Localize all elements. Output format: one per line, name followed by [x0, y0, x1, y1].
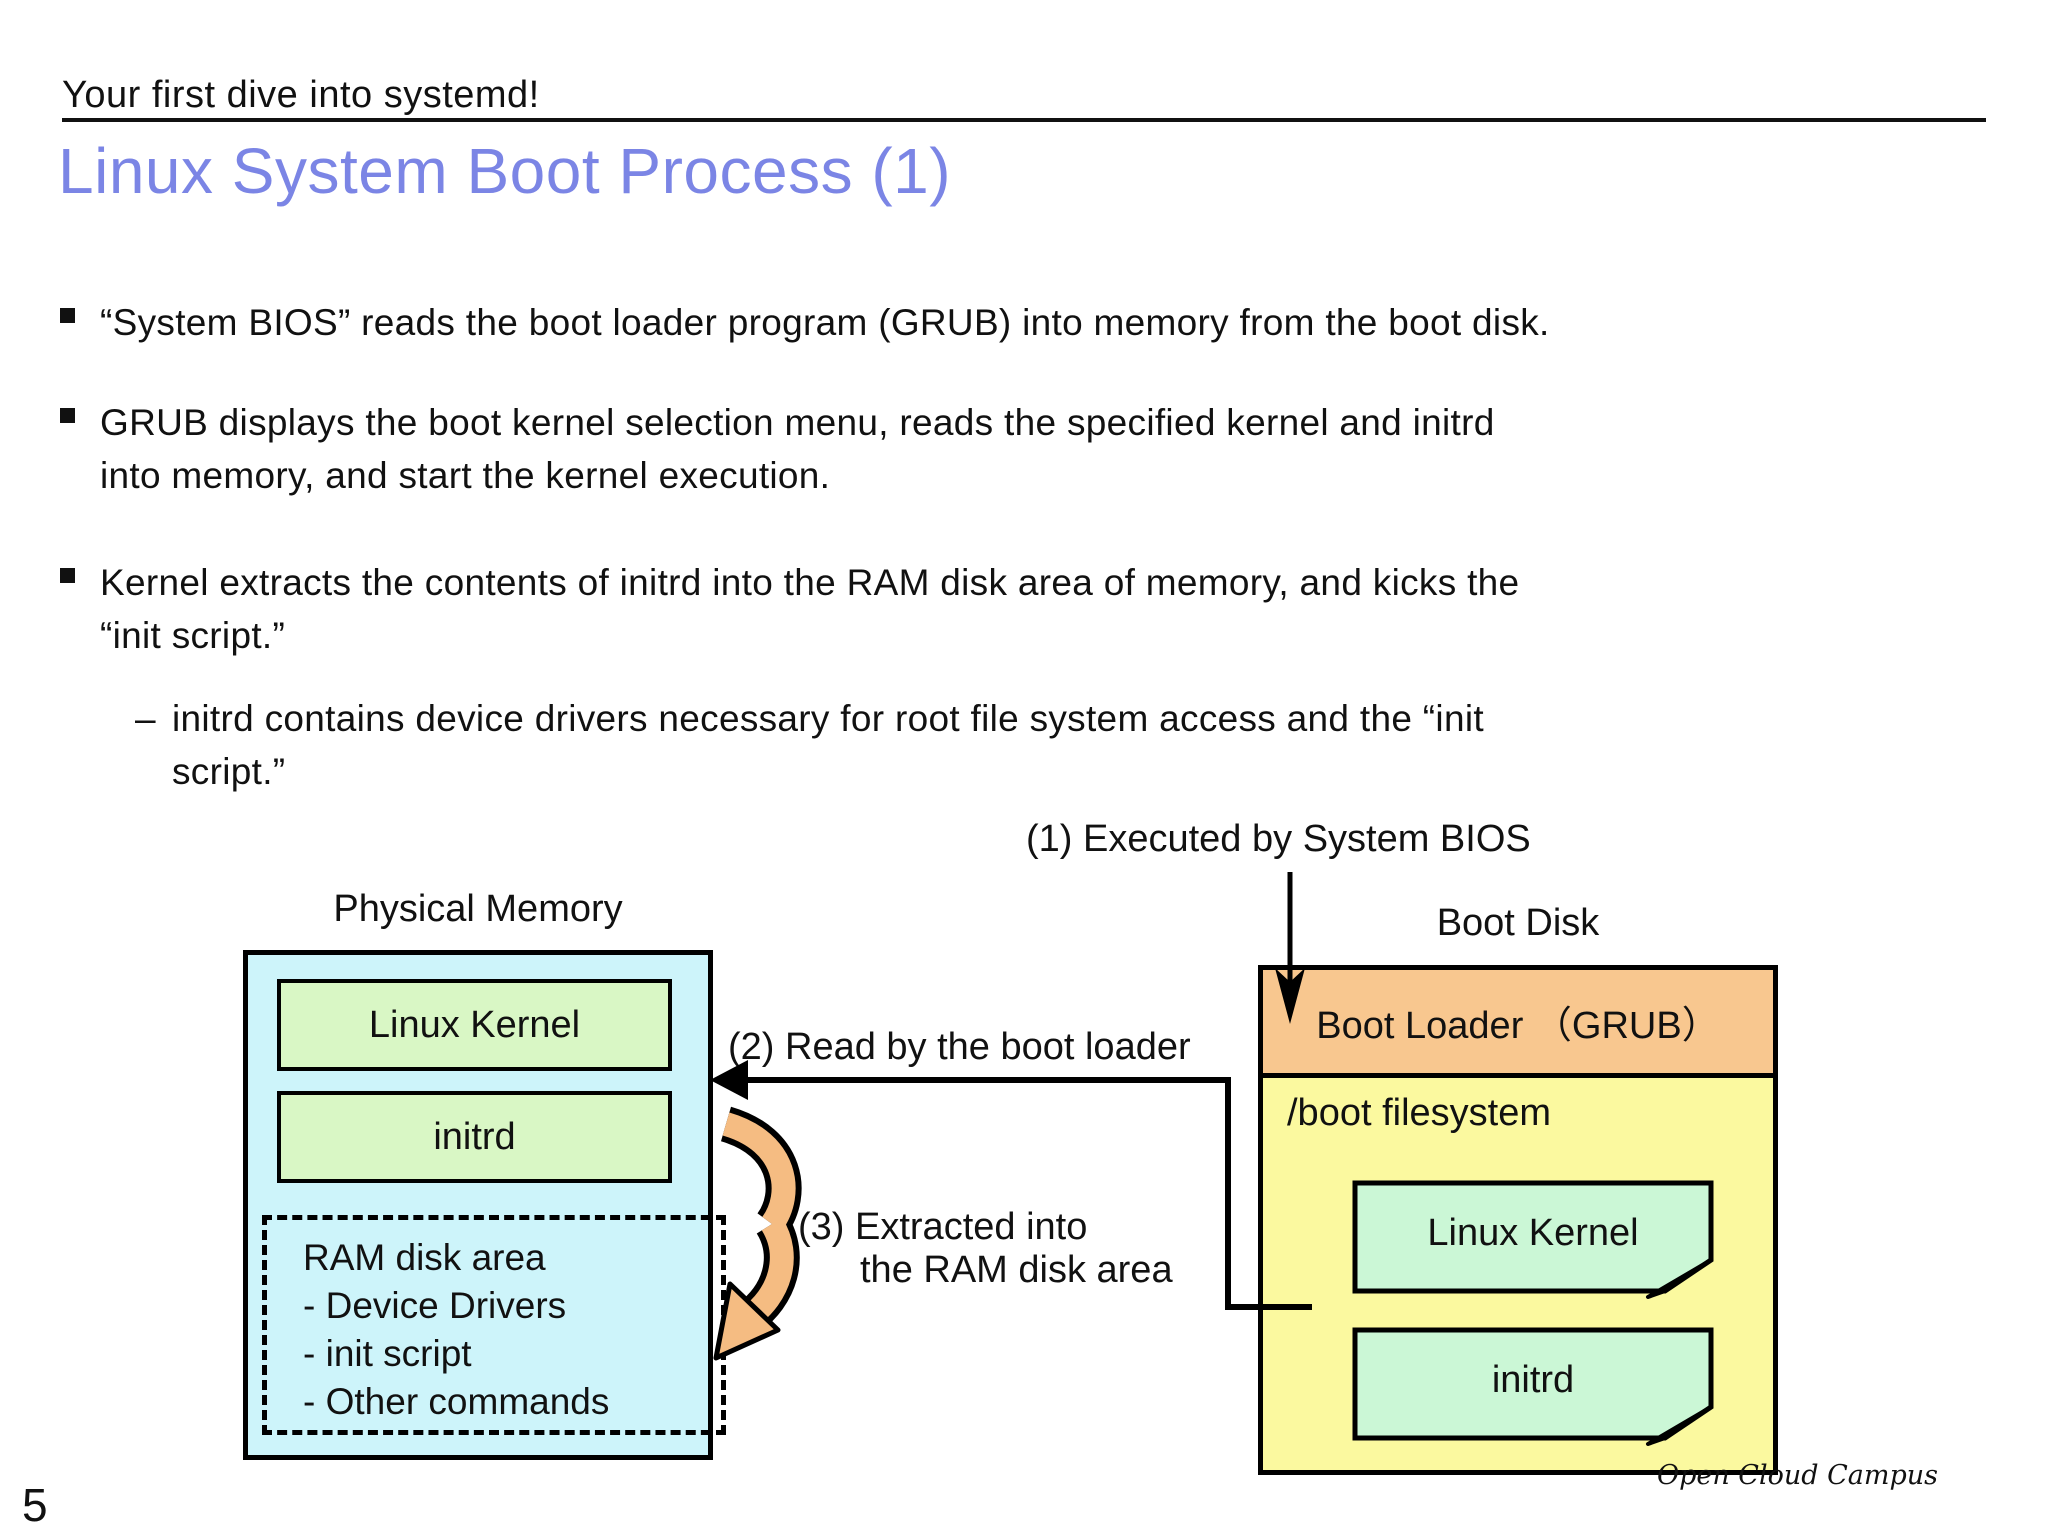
- extract-arrow-band: [722, 1112, 796, 1232]
- disk-kernel-label: Linux Kernel: [1427, 1211, 1639, 1254]
- step3-label: (3) Extracted into the RAM disk area: [798, 1206, 1173, 1292]
- disk-initrd-label: initrd: [1491, 1358, 1575, 1401]
- step3-line-1: (3) Extracted into: [798, 1206, 1088, 1248]
- memory-kernel-box: Linux Kernel: [277, 979, 672, 1071]
- step2-label: (2) Read by the boot loader: [728, 1026, 1191, 1068]
- bullet-3-line-1: Kernel extracts the contents of initrd i…: [100, 562, 1520, 603]
- ram-disk-area-box: RAM disk area - Device Drivers - init sc…: [262, 1215, 726, 1435]
- header-rule: [62, 118, 1986, 122]
- ram-disk-line-1: RAM disk area: [303, 1237, 546, 1278]
- bullet-square-icon: [60, 568, 75, 583]
- bullet-1-line-1: “System BIOS” reads the boot loader prog…: [100, 302, 1550, 343]
- bullet-3-line-2: “init script.”: [100, 615, 286, 656]
- ram-disk-line-4: - Other commands: [303, 1381, 610, 1422]
- page-fold-icon: [1646, 1258, 1713, 1299]
- disk-kernel-box: Linux Kernel: [1352, 1180, 1714, 1300]
- boot-loader-label: Boot Loader （GRUB）: [1316, 1005, 1720, 1047]
- extract-arrow-band: [740, 1217, 794, 1328]
- memory-kernel-label: Linux Kernel: [368, 1003, 581, 1046]
- boot-filesystem-label: /boot filesystem: [1287, 1092, 1551, 1134]
- sub-bullet: – initrd contains device drivers necessa…: [135, 692, 1484, 798]
- bullet-square-icon: [60, 308, 75, 323]
- ram-disk-line-3: - init script: [303, 1333, 472, 1374]
- bullet-2-line-2: into memory, and start the kernel execut…: [100, 455, 831, 496]
- bullet-square-icon: [60, 408, 75, 423]
- dash-icon: –: [135, 698, 156, 739]
- bullet-1: “System BIOS” reads the boot loader prog…: [60, 296, 1550, 349]
- dogear-page-shape: [1352, 1180, 1714, 1299]
- extract-arrow-outline: [737, 1214, 800, 1333]
- extract-arrow-outline: [720, 1106, 802, 1235]
- step1-label: (1) Executed by System BIOS: [1026, 818, 1531, 860]
- page-number: 5: [22, 1479, 48, 1531]
- sub-bullet-line-2: script.”: [172, 751, 286, 792]
- brand-text: Open Cloud Campus: [1656, 1460, 1938, 1491]
- bullet-2-line-1: GRUB displays the boot kernel selection …: [100, 402, 1495, 443]
- physical-memory-box: Linux Kernel initrd RAM disk area - Devi…: [243, 950, 726, 1460]
- boot-disk-box: Boot Loader （GRUB） /boot filesystem Linu…: [1258, 965, 1778, 1475]
- sub-bullet-line-1: initrd contains device drivers necessary…: [172, 698, 1484, 739]
- disk-initrd-box: initrd: [1352, 1327, 1714, 1447]
- bullet-3: Kernel extracts the contents of initrd i…: [60, 556, 1519, 662]
- boot-disk-title: Boot Disk: [1436, 902, 1600, 944]
- page-title: Linux System Boot Process (1): [58, 135, 952, 207]
- boot-loader-box: Boot Loader （GRUB）: [1263, 970, 1773, 1078]
- ram-disk-line-2: - Device Drivers: [303, 1285, 567, 1326]
- physical-memory-title: Physical Memory: [333, 888, 623, 930]
- step3-line-2: the RAM disk area: [860, 1249, 1173, 1291]
- page-fold-icon: [1646, 1405, 1713, 1446]
- dogear-page-shape: [1352, 1327, 1714, 1446]
- bullet-2: GRUB displays the boot kernel selection …: [60, 396, 1495, 502]
- memory-initrd-label: initrd: [433, 1115, 516, 1158]
- memory-initrd-box: initrd: [277, 1091, 672, 1183]
- slide-eyebrow: Your first dive into systemd!: [62, 74, 540, 116]
